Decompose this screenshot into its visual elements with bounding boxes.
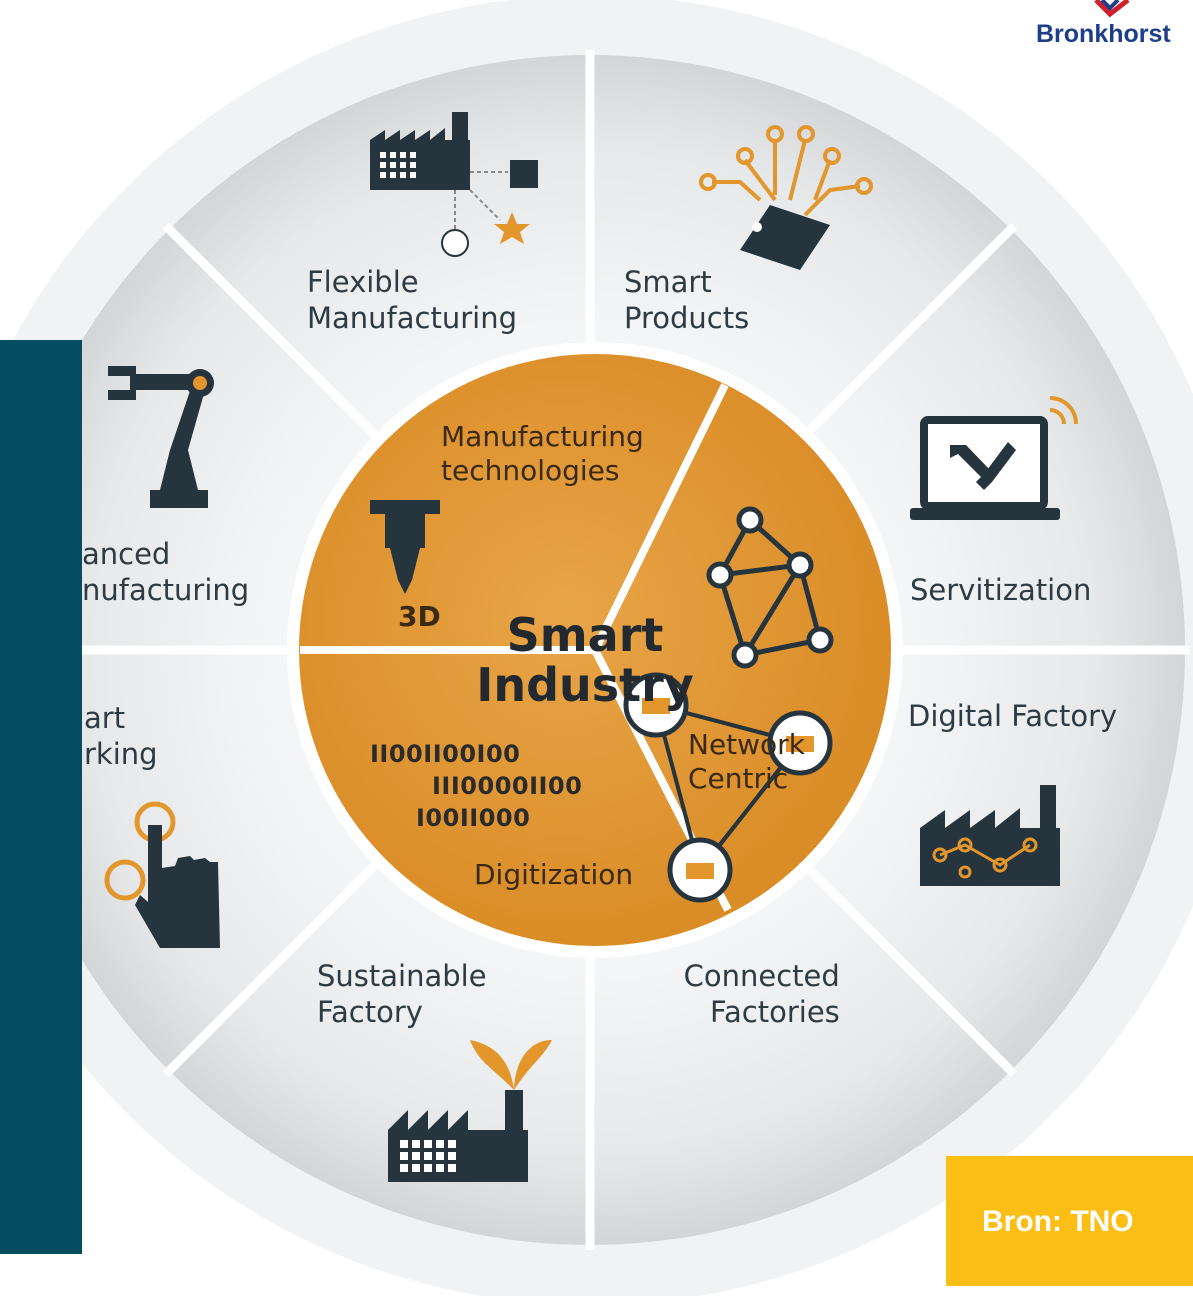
bronkhorst-logo-mark: [1094, 0, 1130, 18]
bronkhorst-logo: Bronkhorst: [1030, 0, 1193, 60]
advanced-line1: anced: [82, 537, 171, 571]
network-line2: Centric: [688, 762, 789, 795]
network-graph-icon: [706, 506, 834, 669]
sustainable-line1: Sustainable: [317, 959, 487, 993]
network-line1: Network: [688, 728, 805, 761]
digital-factory-icon: [920, 785, 1060, 886]
flexible-factory-icon: [370, 112, 538, 257]
binary-line-2: III0000II00: [432, 772, 583, 800]
connected-line2: Factories: [710, 995, 840, 1029]
smart-working-line1: art: [84, 701, 126, 735]
segment-label-smart-products: Smart Products: [624, 264, 749, 336]
source-box: Bron: TNO: [946, 1156, 1193, 1286]
smart-products-line1: Smart: [624, 265, 712, 299]
connected-line1: Connected: [683, 959, 840, 993]
center-title-line1: Smart: [506, 608, 664, 662]
3d-printer-icon: [370, 500, 440, 594]
logo-text: Bronkhorst: [1036, 20, 1171, 48]
binary-line-3: I00II000: [416, 804, 531, 832]
core-label-manufacturing: Manufacturing technologies: [441, 420, 644, 488]
smart-products-line2: Products: [624, 301, 750, 335]
segment-label-digital-factory: Digital Factory: [908, 699, 1118, 733]
core-label-digitization: Digitization: [474, 858, 634, 891]
sustainable-factory-icon: [388, 1040, 552, 1182]
manufacturing-line2: technologies: [441, 454, 620, 487]
smart-working-line2: rking: [84, 737, 158, 771]
robot-arm-icon: [108, 366, 214, 508]
segment-label-sustainable: Sustainable Factory: [317, 958, 487, 1030]
binary-line-1: II00II00I00: [370, 740, 521, 768]
left-teal-panel: [0, 340, 82, 1254]
smart-product-tag-icon: [699, 125, 873, 270]
touch-hand-icon: [104, 801, 220, 948]
segment-label-advanced: anced nufacturing: [82, 536, 249, 608]
segment-label-flexible: Flexible Manufacturing: [307, 264, 517, 336]
source-text: Bron: TNO: [982, 1205, 1134, 1238]
center-title: Smart Industry: [470, 610, 700, 710]
flexible-line1: Flexible: [307, 265, 419, 299]
manufacturing-line1: Manufacturing: [441, 420, 644, 453]
segment-label-servitization: Servitization: [910, 573, 1092, 607]
flexible-line2: Manufacturing: [307, 301, 517, 335]
advanced-line2: nufacturing: [82, 573, 250, 607]
laptop-tools-icon: [910, 396, 1078, 520]
core-label-3d: 3D: [398, 600, 441, 633]
sustainable-line2: Factory: [317, 995, 423, 1029]
core-label-network: Network Centric: [688, 728, 805, 796]
segment-label-connected: Connected Factories: [682, 958, 840, 1030]
center-title-line2: Industry: [476, 658, 694, 712]
segment-label-smart-working: art rking: [84, 700, 158, 772]
connected-factories-icon: [623, 672, 833, 903]
